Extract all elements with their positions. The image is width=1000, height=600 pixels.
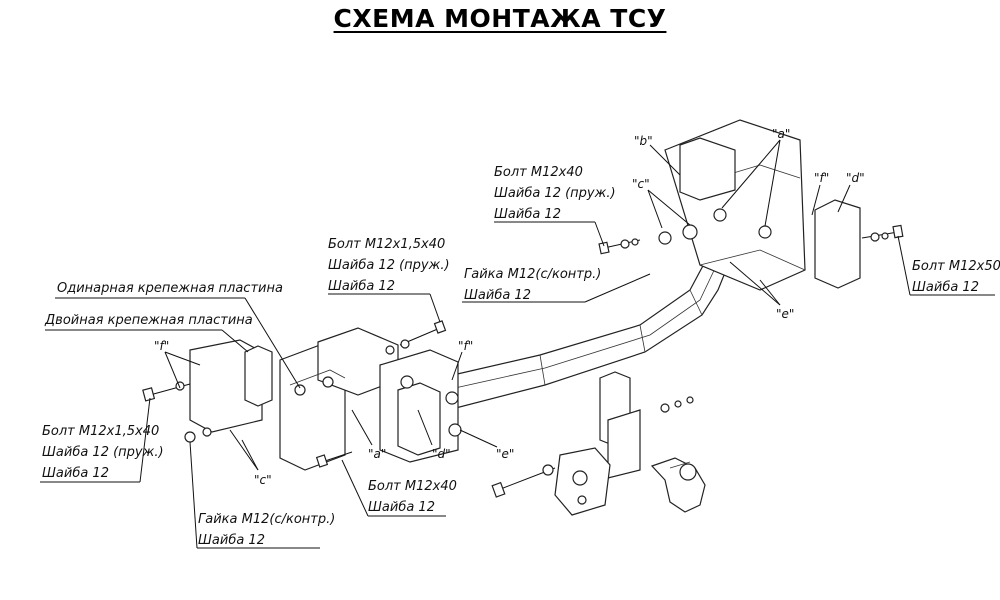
center-nut-line-1: Гайка М12(с/контр.) bbox=[464, 267, 601, 282]
mark-b: "b" bbox=[634, 134, 653, 148]
mark-e-center: "e" bbox=[496, 447, 514, 461]
tow-ball-assembly bbox=[554, 371, 706, 516]
single-plate-label: Одинарная крепежная пластина bbox=[57, 281, 283, 296]
mark-a-center: "a" bbox=[368, 447, 386, 461]
mark-f-left: "f" bbox=[154, 339, 169, 353]
left-nut-line-1: Гайка М12(с/контр.) bbox=[198, 512, 335, 527]
left-bracket bbox=[189, 327, 399, 471]
center-top-bolt-line-3: Шайба 12 bbox=[328, 279, 395, 294]
left-bolt-line-2: Шайба 12 (пруж.) bbox=[42, 445, 164, 460]
leader-lines bbox=[40, 139, 995, 549]
left-nut-line-2: Шайба 12 bbox=[198, 533, 265, 548]
mark-d-top: "d" bbox=[846, 171, 865, 185]
double-plate-label: Двойная крепежная пластина bbox=[44, 313, 253, 328]
bolts bbox=[142, 224, 904, 498]
center-bracket bbox=[379, 349, 462, 463]
mark-f-top: "f" bbox=[814, 171, 829, 185]
center-top-bolt-line-1: Болт М12х1,5х40 bbox=[328, 237, 445, 252]
top-bolt-line-1: Болт М12х40 bbox=[494, 165, 583, 180]
right-bolt-line-2: Шайба 12 bbox=[912, 280, 979, 295]
center-nut-line-2: Шайба 12 bbox=[464, 288, 531, 303]
mark-c-left: "c" bbox=[254, 473, 272, 487]
callouts: Одинарная крепежная пластина Двойная кре… bbox=[42, 165, 1000, 548]
mark-c-top: "c" bbox=[632, 177, 650, 191]
top-bolt-line-2: Шайба 12 (пруж.) bbox=[494, 186, 616, 201]
center-bottom-bolt-line-2: Шайба 12 bbox=[368, 500, 435, 515]
page-title: СХЕМА МОНТАЖА ТСУ bbox=[333, 4, 667, 33]
right-bracket bbox=[658, 119, 861, 291]
crossbar-beam bbox=[439, 237, 736, 411]
mark-a-top: "a" bbox=[772, 127, 790, 141]
left-bolt-line-1: Болт М12х1,5х40 bbox=[42, 424, 159, 439]
mark-f-center: "f" bbox=[458, 339, 473, 353]
right-bolt-line-1: Болт М12х50 bbox=[912, 259, 1000, 274]
center-top-bolt-line-2: Шайба 12 (пруж.) bbox=[328, 258, 450, 273]
left-bolt-line-3: Шайба 12 bbox=[42, 466, 109, 481]
letter-marks: "b" "a" "c" "f" "d" "e" "f" "f" "c" "a" … bbox=[154, 127, 865, 487]
mark-e-right: "e" bbox=[776, 307, 794, 321]
top-bolt-line-3: Шайба 12 bbox=[494, 207, 561, 222]
center-bottom-bolt-line-1: Болт М12х40 bbox=[368, 479, 457, 494]
mark-d-center: "d" bbox=[432, 447, 451, 461]
